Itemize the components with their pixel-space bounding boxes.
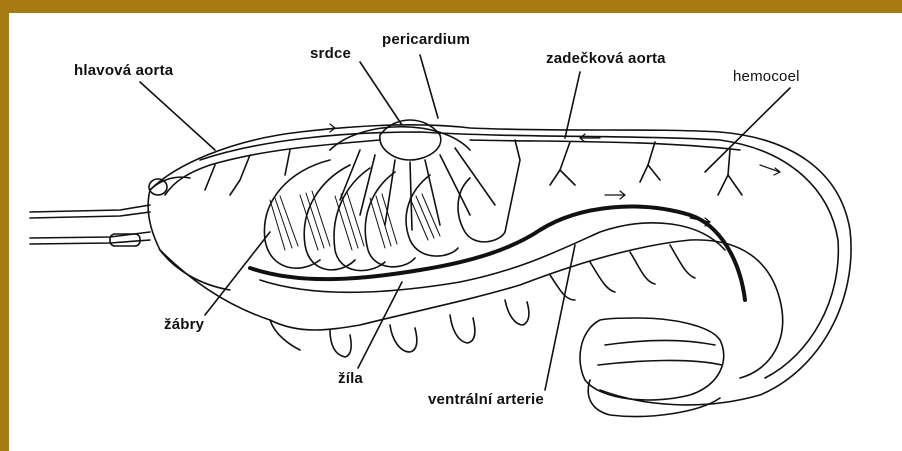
leader-hemocoel xyxy=(705,88,790,172)
label-pericardium: pericardium xyxy=(382,31,470,48)
tail-fan-2 xyxy=(588,380,720,416)
leader-srdce xyxy=(360,62,402,125)
label-ventralni-arterie: ventrální arterie xyxy=(428,391,544,408)
body-outline-dorsal-inner xyxy=(200,132,838,378)
label-hlavova-aorta: hlavová aorta xyxy=(74,62,173,79)
leader-ventralni-arterie xyxy=(545,245,575,390)
body-outline-dorsal xyxy=(150,125,851,405)
leader-zabry xyxy=(205,232,270,315)
anterior-aorta xyxy=(165,140,380,195)
leg-3 xyxy=(390,325,417,352)
label-zadeckova-aorta: zadečková aorta xyxy=(546,50,666,67)
heart-outline xyxy=(380,120,441,160)
leg-4 xyxy=(450,315,475,343)
antenna-upper-2 xyxy=(30,212,150,218)
sternal-artery xyxy=(505,140,520,232)
leader-zila xyxy=(358,282,402,368)
antenna-upper xyxy=(30,205,150,212)
label-srdce: srdce xyxy=(310,45,351,62)
vein-ventral xyxy=(250,207,745,300)
leg-2 xyxy=(330,330,351,357)
leader-pericardium xyxy=(420,55,438,118)
antenna-lower-2 xyxy=(30,240,150,244)
antenna-lower xyxy=(30,232,150,238)
gill-loop-4 xyxy=(365,172,415,267)
pericardium-outline xyxy=(330,127,470,150)
ventral-artery xyxy=(260,223,725,293)
leg-5 xyxy=(505,300,529,325)
leader-hlavova-aorta xyxy=(140,82,215,150)
label-zabry: žábry xyxy=(164,316,204,333)
leg-1 xyxy=(270,320,300,350)
label-zila: žíla xyxy=(338,370,363,387)
abdominal-aorta xyxy=(470,140,740,150)
gill-loop-6 xyxy=(458,178,505,242)
tail-fan-1 xyxy=(580,318,724,400)
gill-loop-3 xyxy=(334,168,385,271)
eye xyxy=(149,179,167,195)
leader-zadeckova-aorta xyxy=(565,72,580,138)
label-hemocoel: hemocoel xyxy=(733,68,800,85)
